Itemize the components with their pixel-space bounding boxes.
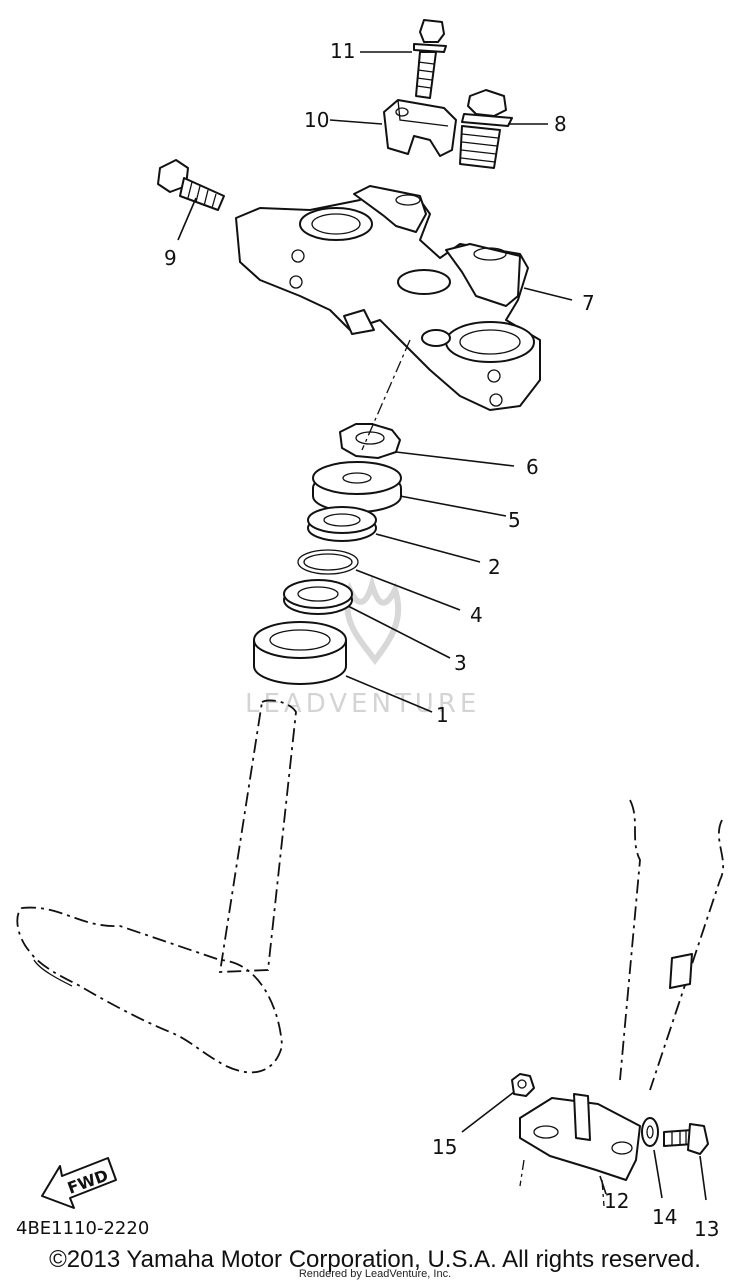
callout-2: 2 xyxy=(488,555,501,579)
callout-1: 1 xyxy=(436,703,449,727)
callout-11: 11 xyxy=(330,39,355,63)
bearing-race-2 xyxy=(307,506,377,542)
forward-arrow-icon: FWD xyxy=(41,1157,117,1209)
callout-7: 7 xyxy=(582,291,595,315)
cable-guide-12 xyxy=(519,1093,641,1181)
leadventure-watermark: LEADVENTURE xyxy=(245,574,480,719)
rendered-by-note: Rendered by LeadVenture, Inc. xyxy=(298,1268,452,1280)
fork-tube xyxy=(619,799,725,1091)
bolt-9 xyxy=(157,159,225,211)
bolt-11 xyxy=(413,19,447,99)
ball-bearings-4 xyxy=(297,549,359,575)
leader-lines xyxy=(177,51,707,1207)
copyright-notice: ©2013 Yamaha Motor Corporation, U.S.A. A… xyxy=(49,1246,701,1273)
bearing-race-3 xyxy=(283,579,353,615)
bolt-8 xyxy=(459,89,513,169)
steering-stem xyxy=(16,699,297,1074)
callout-10: 10 xyxy=(304,108,329,132)
watermark-text: LEADVENTURE xyxy=(245,689,480,719)
callout-12: 12 xyxy=(604,1189,629,1213)
callout-15: 15 xyxy=(432,1135,457,1159)
ring-nut-6 xyxy=(339,423,401,459)
handlebar-cap-10 xyxy=(383,99,457,157)
callout-14: 14 xyxy=(652,1205,677,1229)
nut-15 xyxy=(511,1073,535,1097)
callouts: 11 10 8 9 7 6 5 2 4 3 1 15 12 14 13 xyxy=(164,39,719,1241)
callout-8: 8 xyxy=(554,112,567,136)
washer-14 xyxy=(641,1117,659,1147)
callout-6: 6 xyxy=(526,455,539,479)
seal-1 xyxy=(253,621,347,685)
callout-3: 3 xyxy=(454,651,467,675)
washer-5 xyxy=(312,461,402,513)
diagram-code: 4BE1110-2220 xyxy=(16,1218,149,1239)
callout-13: 13 xyxy=(694,1217,719,1241)
callout-4: 4 xyxy=(470,603,483,627)
bolt-13 xyxy=(663,1123,709,1155)
callout-9: 9 xyxy=(164,246,177,270)
upper-bracket-7 xyxy=(235,185,541,411)
callout-5: 5 xyxy=(508,508,521,532)
